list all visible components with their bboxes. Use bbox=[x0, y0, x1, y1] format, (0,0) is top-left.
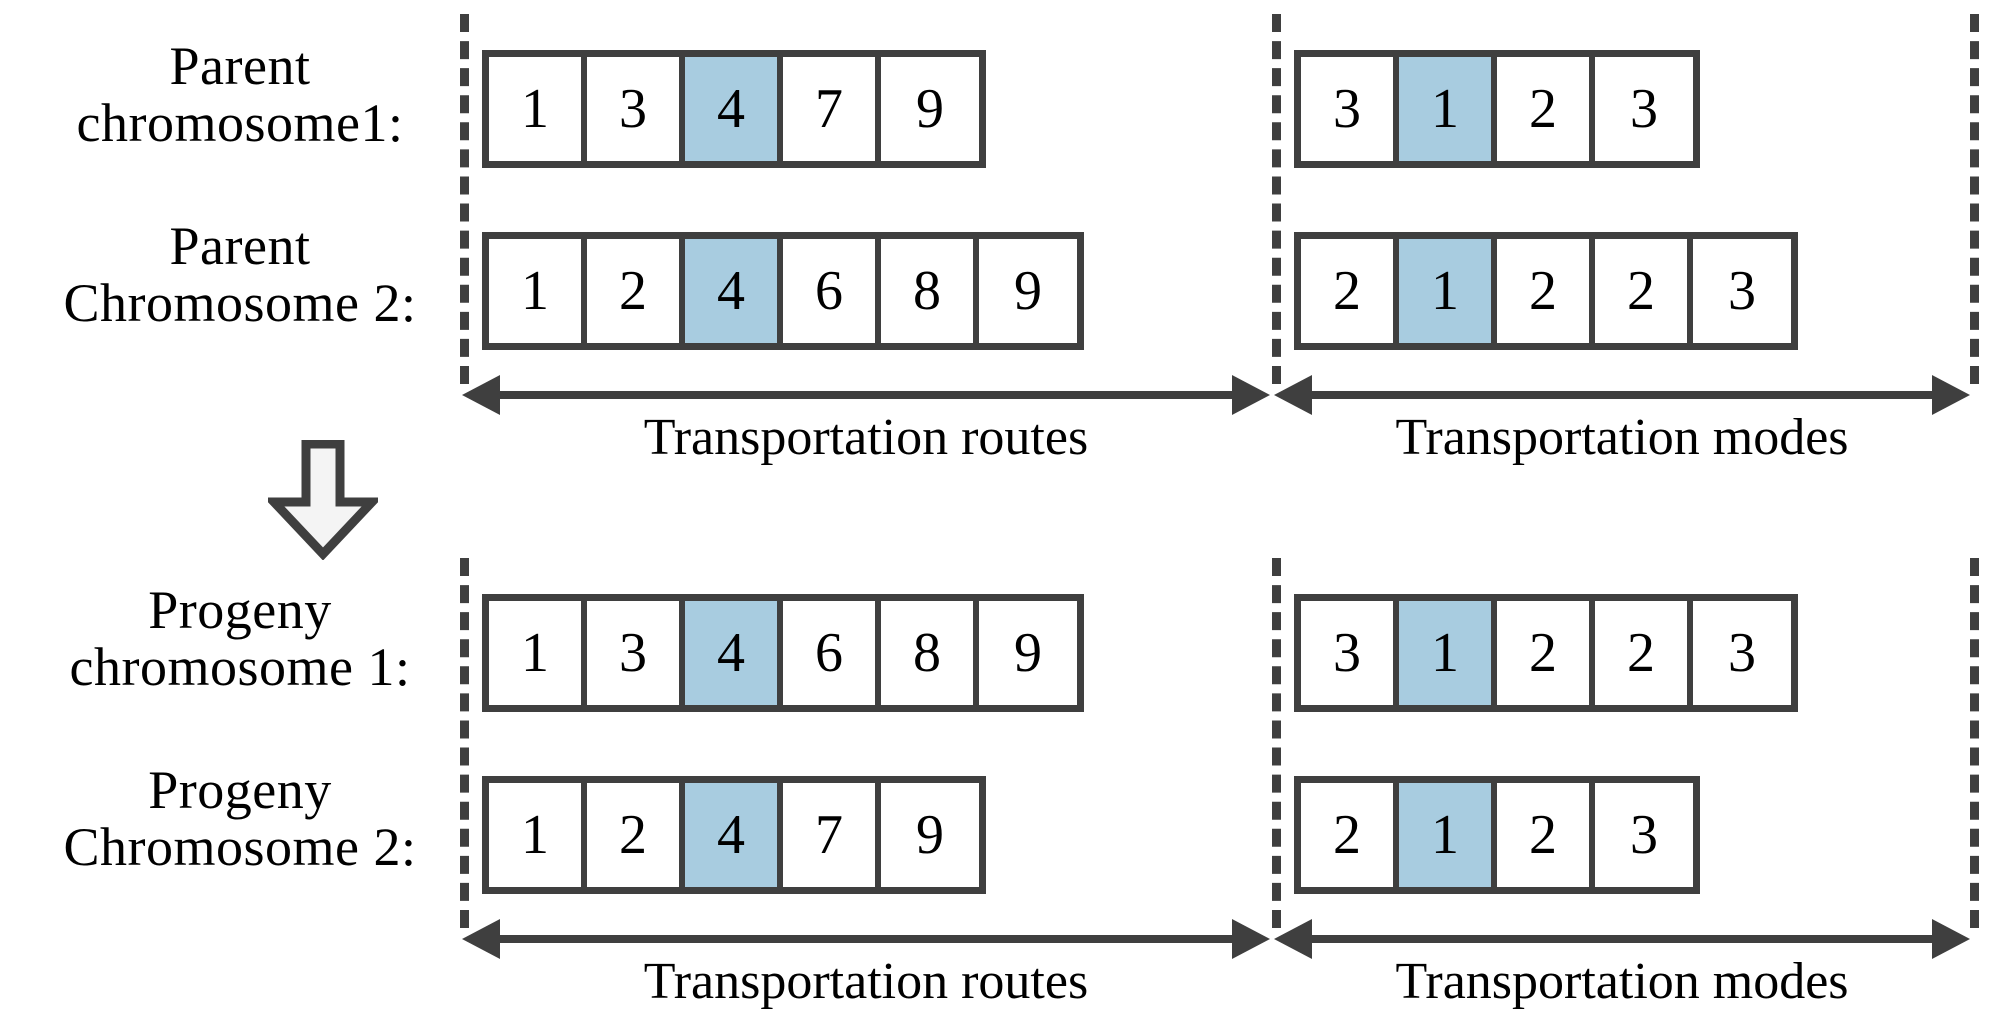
gene-cell: 3 bbox=[1301, 601, 1399, 705]
row-label-parent-1: Parent chromosome1: bbox=[76, 36, 404, 154]
arrow-head-right-icon bbox=[1932, 375, 1970, 415]
gene-cell: 3 bbox=[587, 601, 685, 705]
gene-cell: 2 bbox=[1497, 239, 1595, 343]
row-label-progeny-1: Progeny chromosome 1: bbox=[69, 580, 411, 698]
arrow-head-left-icon bbox=[462, 375, 500, 415]
down-block-arrow-icon bbox=[268, 440, 378, 560]
gene-cell: 8 bbox=[881, 601, 979, 705]
gene-cell: 2 bbox=[587, 783, 685, 887]
gene-cell: 3 bbox=[1693, 239, 1791, 343]
gene-cell: 2 bbox=[1497, 601, 1595, 705]
routes-span-arrow-top bbox=[462, 375, 1270, 415]
gene-cell: 2 bbox=[1301, 783, 1399, 887]
arrow-shaft bbox=[1308, 935, 1936, 943]
arrow-shaft bbox=[1308, 391, 1936, 399]
gene-cell: 1 bbox=[489, 601, 587, 705]
gene-cell: 6 bbox=[783, 601, 881, 705]
gene-cell-highlighted: 4 bbox=[685, 239, 783, 343]
gene-cell: 3 bbox=[1693, 601, 1791, 705]
gene-cell: 3 bbox=[1595, 57, 1693, 161]
gene-cell: 2 bbox=[587, 239, 685, 343]
gene-cell: 2 bbox=[1301, 239, 1399, 343]
row-label-parent-2: Parent Chromosome 2: bbox=[63, 216, 417, 334]
gene-cell: 9 bbox=[979, 601, 1077, 705]
routes-span-caption-top: Transportation routes bbox=[643, 409, 1089, 466]
gene-cell: 2 bbox=[1595, 601, 1693, 705]
gene-cell: 2 bbox=[1595, 239, 1693, 343]
arrow-head-right-icon bbox=[1232, 375, 1270, 415]
arrow-shaft bbox=[496, 935, 1236, 943]
arrow-head-right-icon bbox=[1232, 919, 1270, 959]
gene-cell: 3 bbox=[1595, 783, 1693, 887]
gene-cell: 2 bbox=[1497, 783, 1595, 887]
routes-span-caption-bottom: Transportation routes bbox=[643, 953, 1089, 1010]
arrow-head-left-icon bbox=[1274, 919, 1312, 959]
dashed-guide-right-bottom bbox=[1970, 558, 1979, 928]
gene-cell-highlighted: 1 bbox=[1399, 601, 1497, 705]
dashed-guide-middle-top bbox=[1272, 14, 1281, 384]
dashed-guide-left-bottom bbox=[460, 558, 469, 928]
gene-cell: 1 bbox=[489, 239, 587, 343]
gene-cell: 9 bbox=[881, 783, 979, 887]
gene-cell: 1 bbox=[489, 783, 587, 887]
modes-span-caption-top: Transportation modes bbox=[1395, 409, 1849, 466]
arrow-head-right-icon bbox=[1932, 919, 1970, 959]
gene-cell: 7 bbox=[783, 57, 881, 161]
arrow-shaft bbox=[496, 391, 1236, 399]
gene-cell-highlighted: 4 bbox=[685, 783, 783, 887]
gene-cell: 1 bbox=[489, 57, 587, 161]
modes-span-caption-bottom: Transportation modes bbox=[1395, 953, 1849, 1010]
gene-cell: 8 bbox=[881, 239, 979, 343]
gene-cell: 3 bbox=[587, 57, 685, 161]
dashed-guide-middle-bottom bbox=[1272, 558, 1281, 928]
gene-cell: 3 bbox=[1301, 57, 1399, 161]
gene-cell-highlighted: 4 bbox=[685, 601, 783, 705]
dashed-guide-left-top bbox=[460, 14, 469, 384]
row-label-progeny-2: Progeny Chromosome 2: bbox=[63, 760, 417, 878]
gene-cell: 7 bbox=[783, 783, 881, 887]
modes-span-arrow-top bbox=[1274, 375, 1970, 415]
gene-cell: 9 bbox=[979, 239, 1077, 343]
modes-span-arrow-bottom bbox=[1274, 919, 1970, 959]
gene-cell-highlighted: 4 bbox=[685, 57, 783, 161]
gene-cell: 2 bbox=[1497, 57, 1595, 161]
gene-cell-highlighted: 1 bbox=[1399, 783, 1497, 887]
arrow-head-left-icon bbox=[1274, 375, 1312, 415]
gene-cell-highlighted: 1 bbox=[1399, 57, 1497, 161]
gene-cell: 9 bbox=[881, 57, 979, 161]
arrow-head-left-icon bbox=[462, 919, 500, 959]
routes-span-arrow-bottom bbox=[462, 919, 1270, 959]
dashed-guide-right-top bbox=[1970, 14, 1979, 384]
gene-cell: 6 bbox=[783, 239, 881, 343]
gene-cell-highlighted: 1 bbox=[1399, 239, 1497, 343]
